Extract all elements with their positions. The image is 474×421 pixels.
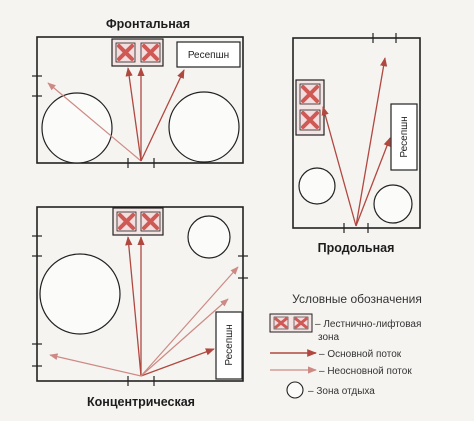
cross-in-box-icon	[116, 211, 137, 232]
reception-label: Ресепшн	[224, 324, 235, 365]
reception-label: Ресепшн	[399, 116, 410, 157]
legend-stairs-label: – Лестнично-лифтовая	[315, 318, 421, 330]
plan-longitudinal: Ресепшн Продольная	[292, 33, 421, 255]
plan-concentric-outline	[36, 206, 244, 382]
main-flow-arrow	[125, 236, 142, 377]
cross-in-box-icon	[140, 211, 161, 232]
legend-title: Условные обозначения	[292, 292, 422, 306]
legend-secondary-flow-label: – Неосновной поток	[319, 366, 412, 377]
main-flow-arrow	[125, 67, 142, 162]
secondary-flow-arrow	[140, 298, 229, 377]
cross-in-box-icon	[299, 83, 321, 105]
main-flow-arrow	[140, 69, 185, 162]
circle-icon	[286, 381, 304, 399]
legend-main-flow-label: – Основной поток	[319, 349, 402, 360]
rest-zone-circle	[187, 215, 231, 259]
main-flow-arrow	[321, 106, 357, 227]
rest-zone-circle	[373, 184, 413, 224]
legend-item-main-flow: – Основной поток	[270, 349, 402, 360]
title-concentric: Концентрическая	[87, 395, 195, 409]
legend: Условные обозначения – Лестнично-лифтова…	[269, 292, 422, 399]
legend-stairs-label-2: зона	[318, 332, 340, 343]
cross-in-box-icon	[115, 42, 136, 63]
secondary-flow-arrow	[140, 266, 239, 377]
stairs-lift-zone	[112, 207, 164, 236]
reception-label: Ресепшн	[188, 50, 229, 61]
plan-concentric: Ресепшн Концентрическая	[32, 206, 248, 409]
title-longitudinal: Продольная	[318, 241, 395, 255]
legend-rest-zone-label: – Зона отдыха	[308, 386, 375, 397]
legend-item-stairs: – Лестнично-лифтовая зона	[269, 313, 421, 343]
main-flow-arrow	[355, 137, 391, 227]
legend-item-rest-zone: – Зона отдыха	[286, 381, 375, 399]
reception-desk	[176, 41, 241, 68]
cross-in-box-icon	[140, 42, 161, 63]
stairs-lift-zone	[295, 79, 325, 136]
rest-zone-circle	[39, 253, 121, 335]
secondary-flow-arrow	[47, 82, 142, 162]
title-frontal: Фронтальная	[106, 17, 190, 31]
rest-zone-circle	[41, 92, 113, 164]
plan-longitudinal-outline	[292, 37, 421, 229]
plan-frontal-outline	[36, 36, 244, 164]
reception-desk	[390, 103, 418, 171]
plan-frontal: Фронтальная Ресепшн	[32, 17, 244, 168]
rest-zone-circle	[168, 91, 240, 163]
secondary-flow-arrow	[49, 353, 142, 377]
main-flow-arrow	[355, 57, 388, 227]
rest-zone-circle	[298, 167, 336, 205]
legend-item-secondary-flow: – Неосновной поток	[270, 366, 412, 377]
reception-desk	[215, 311, 243, 380]
cross-in-box-icon	[299, 109, 321, 131]
main-flow-arrow	[140, 348, 215, 377]
stairs-lift-zone	[111, 38, 164, 67]
stairs-lift-icon	[269, 313, 313, 333]
